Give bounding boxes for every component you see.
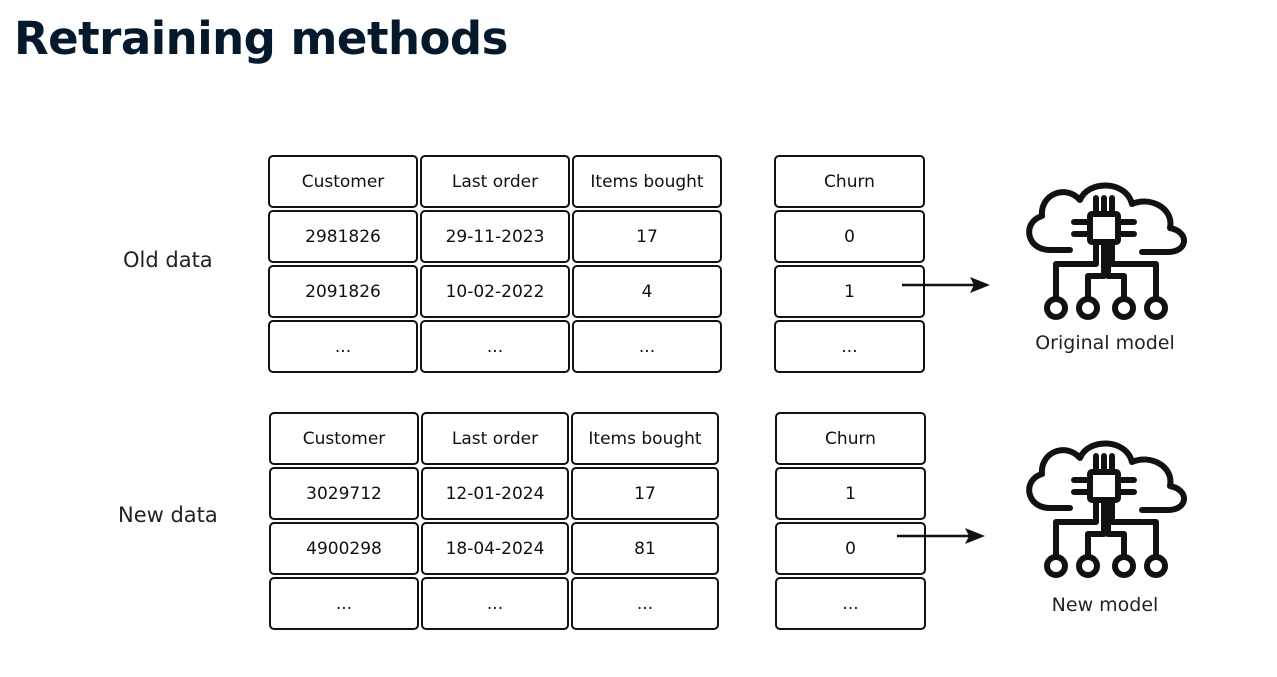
header-last-order: Last order [421, 412, 569, 465]
table-cell: 29-11-2023 [420, 210, 570, 263]
table-cell: 4900298 [269, 522, 419, 575]
table-cell: 0 [775, 522, 926, 575]
old-features-table: Customer Last order Items bought 2981826… [268, 155, 722, 373]
table-cell: ... [421, 577, 569, 630]
table-cell: ... [420, 320, 570, 373]
table-cell: 18-04-2024 [421, 522, 569, 575]
table-cell: 2091826 [268, 265, 418, 318]
table-cell: ... [572, 320, 722, 373]
header-churn: Churn [774, 155, 925, 208]
header-customer: Customer [269, 412, 419, 465]
new-model-label: New model [1051, 594, 1159, 616]
table-cell: 4 [572, 265, 722, 318]
table-cell: 0 [774, 210, 925, 263]
old-churn-table: Churn 0 1 ... [774, 155, 925, 373]
table-cell: 1 [775, 467, 926, 520]
table-cell: 3029712 [269, 467, 419, 520]
table-cell: 10-02-2022 [420, 265, 570, 318]
header-items-bought: Items bought [571, 412, 719, 465]
original-model-label: Original model [1035, 332, 1175, 354]
table-cell: ... [774, 320, 925, 373]
page-title: Retraining methods [14, 12, 508, 65]
header-churn: Churn [775, 412, 926, 465]
table-cell: 12-01-2024 [421, 467, 569, 520]
header-customer: Customer [268, 155, 418, 208]
table-cell: 1 [774, 265, 925, 318]
table-cell: 2981826 [268, 210, 418, 263]
cloud-chip-icon [1026, 440, 1187, 578]
table-cell: ... [268, 320, 418, 373]
header-last-order: Last order [420, 155, 570, 208]
arrow-right-icon [902, 277, 990, 293]
new-data-label: New data [118, 503, 218, 527]
table-cell: 81 [571, 522, 719, 575]
cloud-chip-icon [1026, 182, 1187, 320]
new-features-table: Customer Last order Items bought 3029712… [269, 412, 719, 630]
table-cell: ... [571, 577, 719, 630]
table-cell: ... [775, 577, 926, 630]
table-cell: 17 [572, 210, 722, 263]
table-cell: ... [269, 577, 419, 630]
old-data-label: Old data [123, 248, 213, 272]
header-items-bought: Items bought [572, 155, 722, 208]
table-cell: 17 [571, 467, 719, 520]
new-churn-table: Churn 1 0 ... [775, 412, 926, 630]
arrow-right-icon [897, 528, 985, 544]
